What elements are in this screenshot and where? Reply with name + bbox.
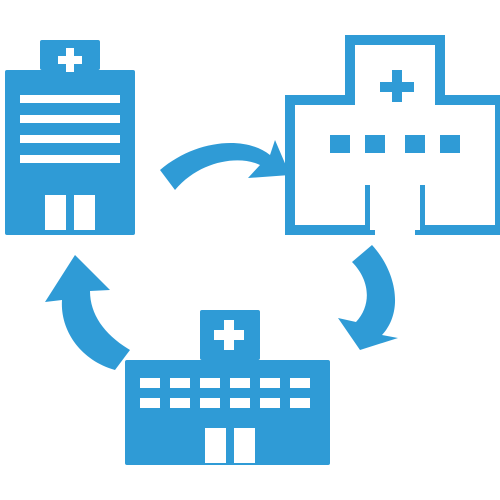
clinic-outline-icon [285,35,500,235]
arrow-down-curved-icon [338,245,398,350]
hospital-wide-icon [125,310,330,465]
arrow-right-curved-icon [160,140,290,190]
hospital-tower-icon [5,40,135,235]
arrow-up-curved-icon [45,255,130,370]
